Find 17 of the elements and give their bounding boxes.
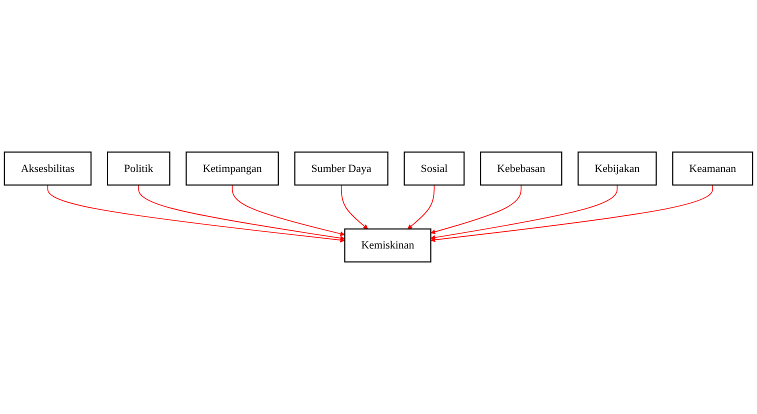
arrow <box>407 184 435 230</box>
arrow <box>138 184 345 241</box>
arrow <box>47 184 345 242</box>
arrow <box>340 184 368 230</box>
node-box: Keamanan <box>672 152 754 186</box>
arrow <box>232 184 345 236</box>
arrow <box>430 184 714 242</box>
node-box: Ketimpangan <box>186 152 279 186</box>
node-box: Kemiskinan <box>344 228 432 262</box>
arrow <box>430 184 522 234</box>
node-box: Kebijakan <box>578 152 657 186</box>
node-box: Sosial <box>404 152 465 186</box>
arrow <box>430 184 618 240</box>
node-box: Sumber Daya <box>294 152 388 186</box>
node-box: Kebebasan <box>480 152 562 186</box>
node-box: Politik <box>106 152 170 186</box>
node-box: Aksesbilitas <box>4 152 92 186</box>
